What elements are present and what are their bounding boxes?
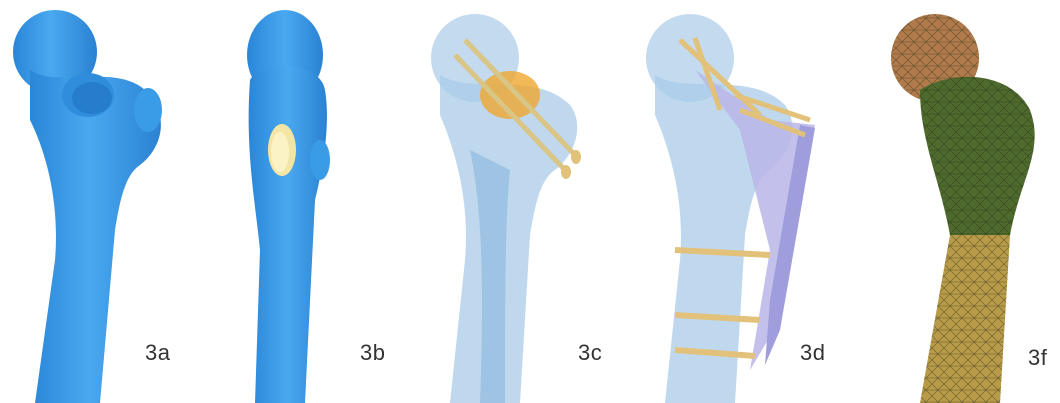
panel-3d: 3d <box>620 0 860 403</box>
panel-3b: 3b <box>210 0 410 403</box>
panel-label: 3a <box>145 340 170 366</box>
femur-solid-icon <box>0 0 210 403</box>
panel-3f: 3f <box>860 0 1060 403</box>
panel-label: 3f <box>1028 345 1047 371</box>
panel-label: 3b <box>360 340 385 366</box>
panel-label: 3d <box>800 340 825 366</box>
panel-label: 3c <box>578 340 602 366</box>
panel-3a: 3a <box>0 0 210 403</box>
femur-mesh-icon <box>860 0 1060 403</box>
panel-3c: 3c <box>410 0 620 403</box>
